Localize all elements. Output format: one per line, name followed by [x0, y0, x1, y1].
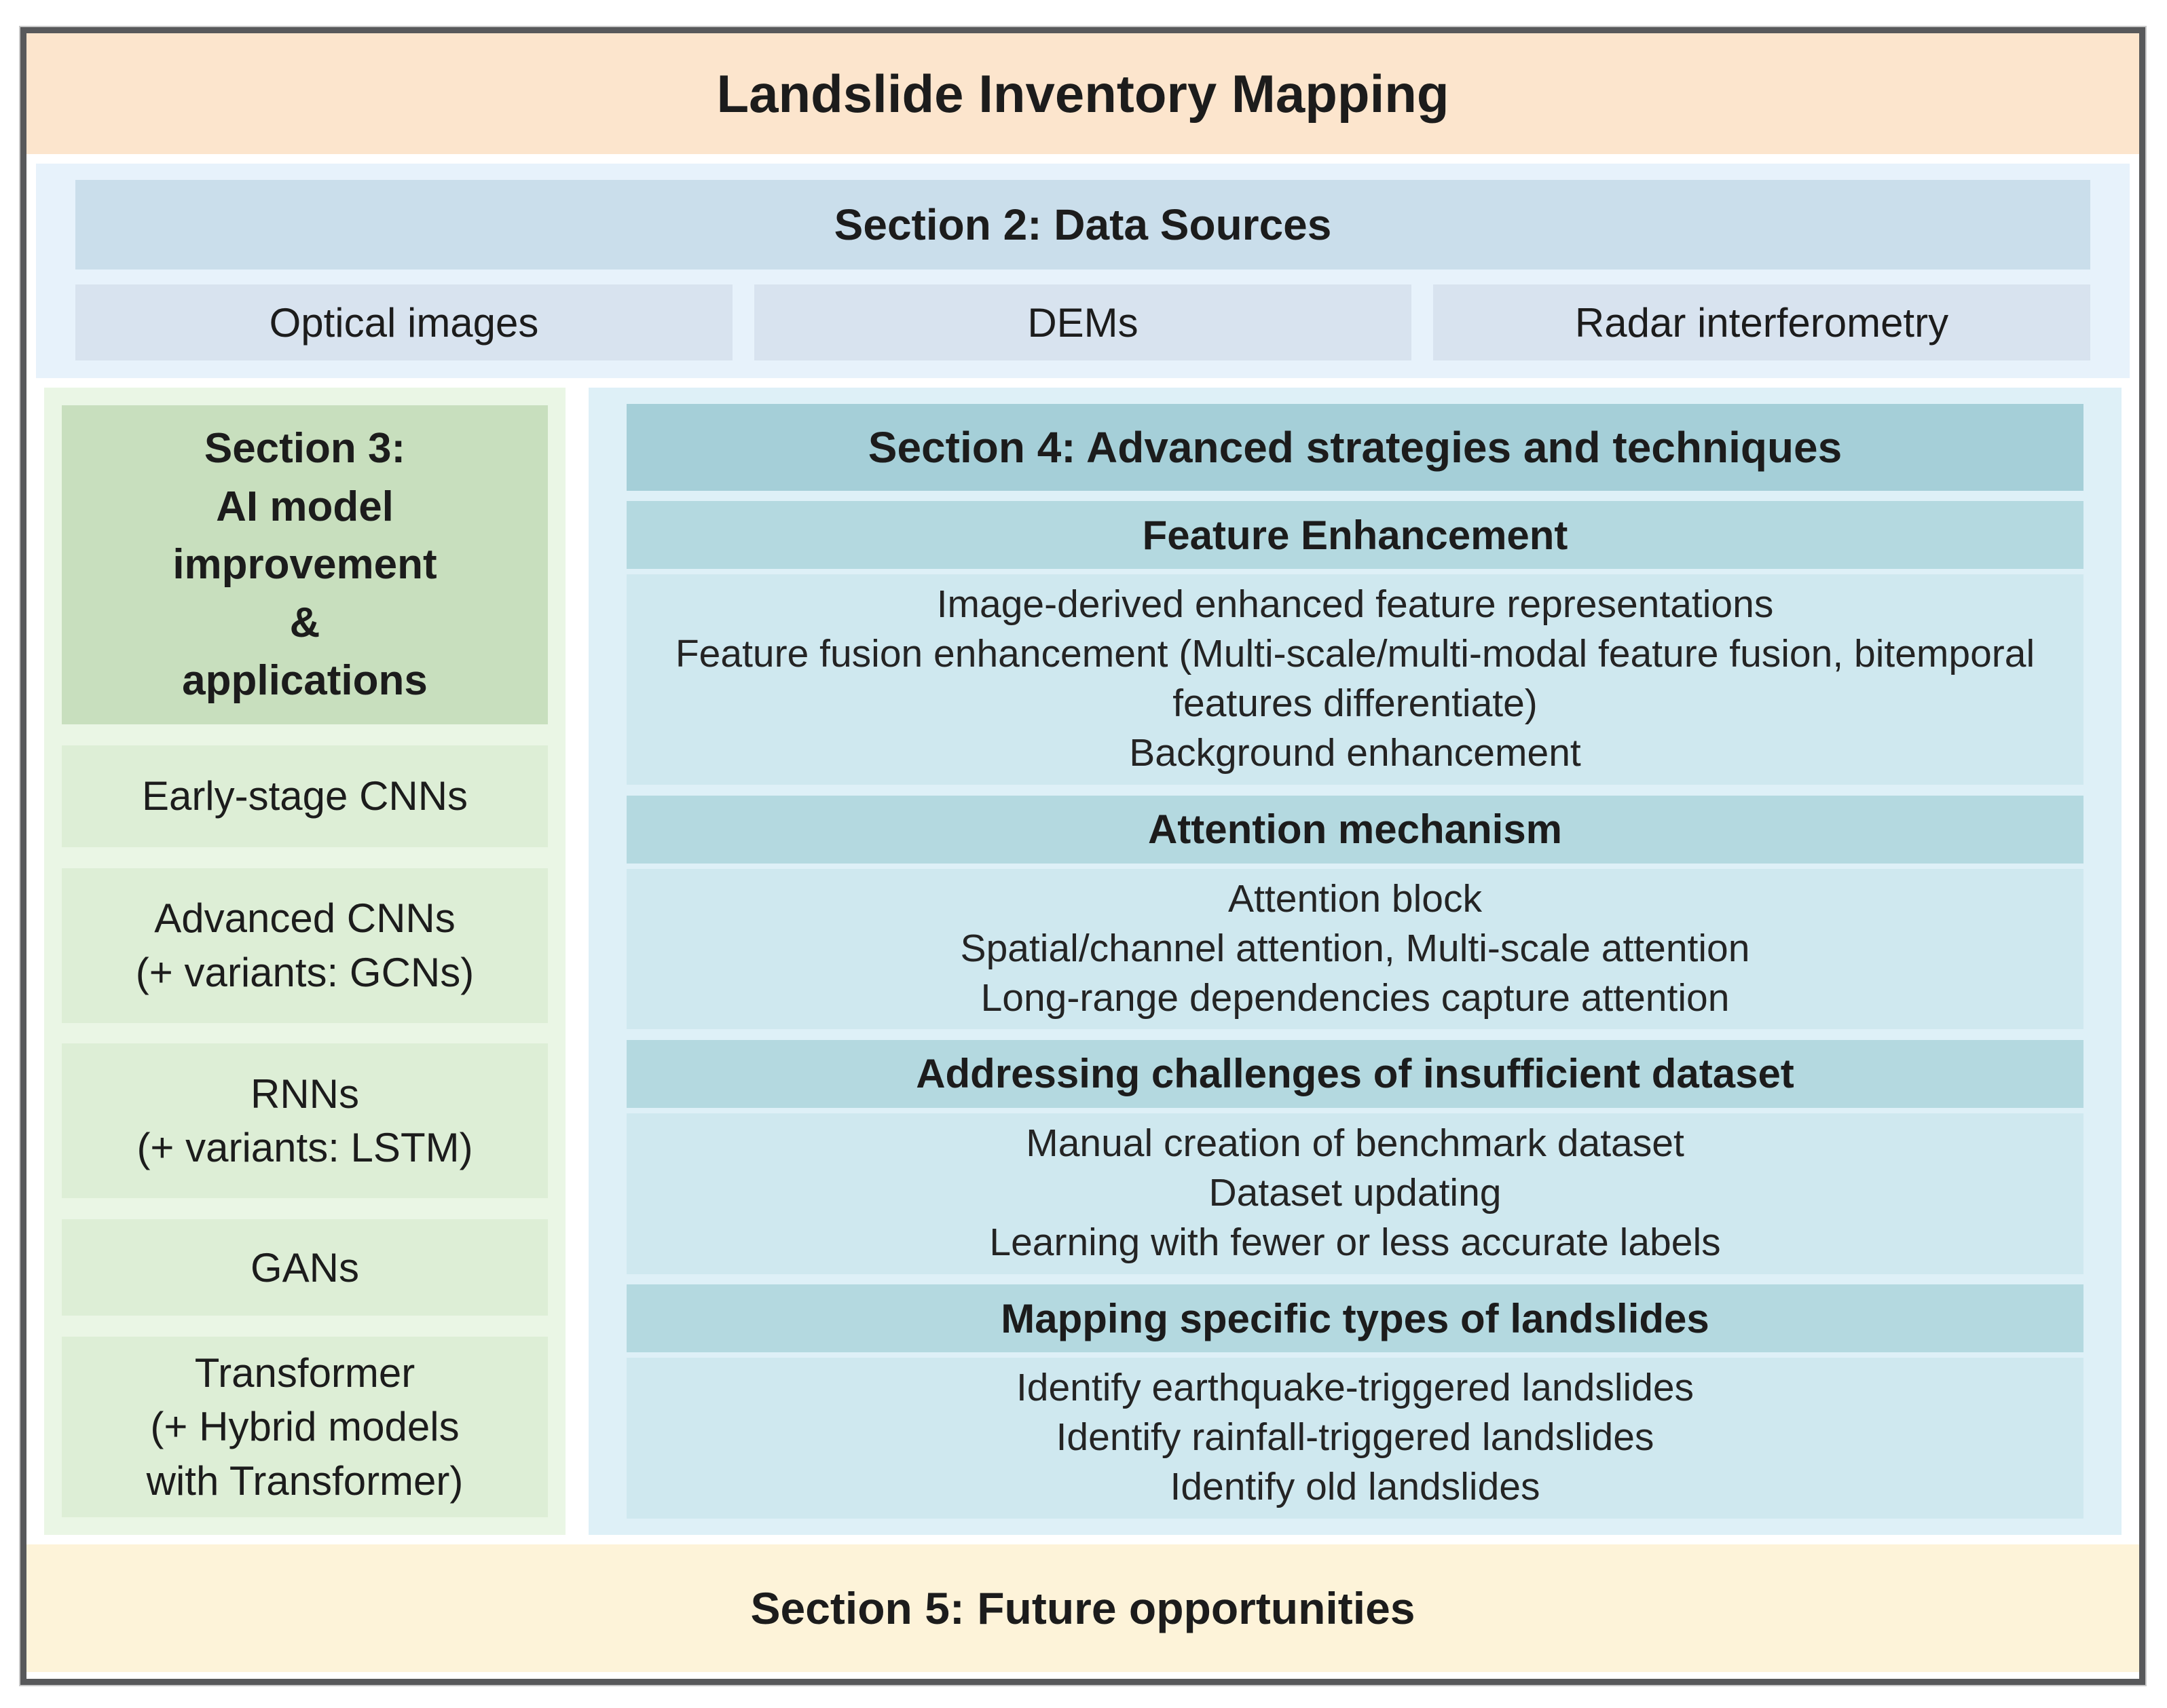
strategy-line: Long-range dependencies capture attentio…	[980, 976, 1730, 1020]
data-source-radar-interferometry: Radar interferometry	[1433, 284, 2090, 360]
strategy-line: Identify old landslides	[1170, 1465, 1540, 1508]
model-label-line: (+ Hybrid models	[150, 1404, 460, 1450]
model-label-line: (+ variants: GCNs)	[135, 949, 475, 995]
model-label-line: (+ variants: LSTM)	[136, 1125, 473, 1171]
landslide-mapping-diagram: Landslide Inventory Mapping Section 2: D…	[20, 27, 2145, 1685]
model-label-line: with Transformer)	[146, 1458, 464, 1504]
model-transformer: Transformer (+ Hybrid models with Transf…	[62, 1336, 548, 1517]
section3-header-line: applications	[182, 657, 428, 705]
strategy-line: Background enhancement	[1129, 731, 1581, 775]
model-label-line: RNNs	[251, 1071, 359, 1117]
model-early-stage-cnns: Early-stage CNNs	[62, 745, 548, 847]
group-attention-mechanism: Attention mechanism Attention block Spat…	[627, 795, 2083, 1030]
section4-header: Section 4: Advanced strategies and techn…	[627, 404, 2083, 491]
data-source-optical-images: Optical images	[75, 284, 733, 360]
model-label-line: Transformer	[194, 1350, 415, 1396]
group-specific-landslide-types: Mapping specific types of landslides Ide…	[627, 1284, 2083, 1519]
group-feature-enhancement-body: Image-derived enhanced feature represent…	[627, 574, 2083, 785]
model-advanced-cnns: Advanced CNNs (+ variants: GCNs)	[62, 868, 548, 1023]
strategy-line: Spatial/channel attention, Multi-scale a…	[960, 926, 1750, 970]
strategy-line: Manual creation of benchmark dataset	[1026, 1121, 1684, 1165]
strategy-line: Identify rainfall-triggered landslides	[1056, 1415, 1654, 1460]
group-feature-enhancement: Feature Enhancement Image-derived enhanc…	[627, 501, 2083, 785]
data-source-dems: DEMs	[754, 284, 1411, 360]
group-specific-landslide-types-body: Identify earthquake-triggered landslides…	[627, 1358, 2083, 1519]
section3-header-line: Section 3:	[204, 425, 406, 472]
strategy-line: Identify earthquake-triggered landslides	[1016, 1366, 1694, 1410]
group-feature-enhancement-header: Feature Enhancement	[627, 501, 2083, 570]
strategy-line: Attention block	[1228, 876, 1482, 921]
model-label-line: Early-stage CNNs	[141, 773, 468, 819]
strategy-line: Learning with fewer or less accurate lab…	[989, 1220, 1721, 1264]
section2-data-sources: Section 2: Data Sources Optical images D…	[36, 164, 2130, 378]
section3-header-line: improvement	[172, 541, 437, 589]
section3-header-line: &	[289, 599, 320, 646]
group-specific-landslide-types-header: Mapping specific types of landslides	[627, 1284, 2083, 1353]
group-attention-mechanism-header: Attention mechanism	[627, 795, 2083, 864]
page-title: Landslide Inventory Mapping	[26, 33, 2139, 154]
strategy-line: Dataset updating	[1208, 1170, 1502, 1214]
strategy-line: Image-derived enhanced feature represent…	[936, 582, 1774, 627]
section4-advanced-strategies: Section 4: Advanced strategies and techn…	[589, 388, 2122, 1535]
section3-header: Section 3: AI model improvement & applic…	[62, 405, 548, 724]
strategy-line: Feature fusion enhancement (Multi-scale/…	[675, 632, 2035, 726]
middle-row: Section 3: AI model improvement & applic…	[26, 388, 2139, 1535]
model-gans: GANs	[62, 1219, 548, 1316]
group-attention-mechanism-body: Attention block Spatial/channel attentio…	[627, 868, 2083, 1030]
section3-ai-models: Section 3: AI model improvement & applic…	[44, 388, 566, 1535]
group-insufficient-dataset-body: Manual creation of benchmark dataset Dat…	[627, 1113, 2083, 1274]
model-rnns: RNNs (+ variants: LSTM)	[62, 1043, 548, 1199]
section3-header-line: AI model	[216, 483, 394, 530]
section5-future-opportunities: Section 5: Future opportunities	[26, 1544, 2139, 1672]
section2-items-row: Optical images DEMs Radar interferometry	[75, 284, 2090, 360]
model-label-line: Advanced CNNs	[154, 895, 456, 942]
group-insufficient-dataset: Addressing challenges of insufficient da…	[627, 1039, 2083, 1274]
model-label-line: GANs	[250, 1244, 360, 1291]
section2-header: Section 2: Data Sources	[75, 180, 2090, 270]
group-insufficient-dataset-header: Addressing challenges of insufficient da…	[627, 1039, 2083, 1108]
